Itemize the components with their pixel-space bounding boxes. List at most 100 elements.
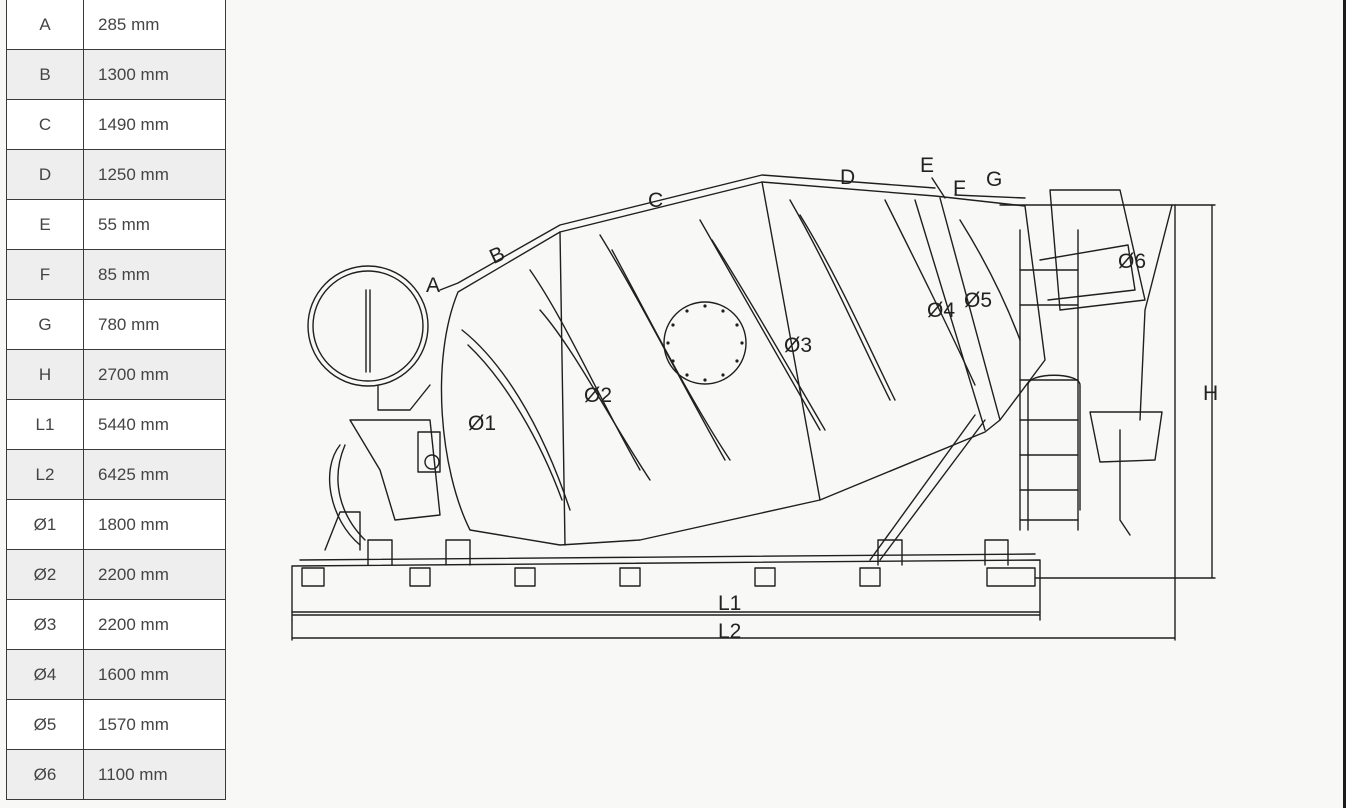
chassis-mounts xyxy=(301,567,1036,587)
drawing-label-e: E xyxy=(920,154,934,177)
ladder-rungs xyxy=(1019,269,1079,521)
dim-line-h xyxy=(1034,204,1216,579)
drum-section-line xyxy=(939,197,1001,421)
spiral-blade xyxy=(599,234,726,461)
drawing-label-g: G xyxy=(986,168,1002,191)
chute xyxy=(1089,411,1163,463)
dim-key: L2 xyxy=(6,449,84,500)
rear-support-strut xyxy=(879,419,986,561)
dim-value: 1250 mm xyxy=(83,149,226,200)
right-border xyxy=(1343,0,1346,808)
spiral-blade xyxy=(699,219,821,431)
spiral-blade xyxy=(539,309,651,481)
drawing-label-f: F xyxy=(953,177,966,200)
gearbox-flange xyxy=(424,454,440,470)
spiral-blade xyxy=(467,344,563,501)
drawing-label-a: A xyxy=(426,274,440,297)
dim-value: 1300 mm xyxy=(83,49,226,100)
dim-line-top xyxy=(439,174,936,291)
manhole-cover xyxy=(663,301,747,385)
gearbox-housing xyxy=(417,431,441,473)
dim-key: Ø6 xyxy=(6,749,84,800)
drawing-label-d5: Ø5 xyxy=(964,289,992,312)
rear-support-strut xyxy=(869,414,976,561)
dim-key: Ø2 xyxy=(6,549,84,600)
front-support xyxy=(324,511,361,551)
spiral-blade xyxy=(611,249,731,461)
dim-key: Ø5 xyxy=(6,699,84,750)
drawing-label-l2: L2 xyxy=(718,620,741,643)
spiral-blade xyxy=(799,214,896,401)
spiral-blade xyxy=(461,329,571,511)
dim-value: 1600 mm xyxy=(83,649,226,700)
dim-line-g xyxy=(954,194,1026,199)
dim-value: 55 mm xyxy=(83,199,226,250)
dim-line-e xyxy=(931,177,946,199)
gearbox xyxy=(349,419,441,521)
drawing-label-d: D xyxy=(840,166,855,189)
water-tank-inner xyxy=(312,270,424,382)
dim-key: C xyxy=(6,99,84,150)
dim-key: B xyxy=(6,49,84,100)
dim-value: 1570 mm xyxy=(83,699,226,750)
drawing-label-d6: Ø6 xyxy=(1118,250,1146,273)
dim-value: 5440 mm xyxy=(83,399,226,450)
dim-value: 1490 mm xyxy=(83,99,226,150)
dim-value: 285 mm xyxy=(83,0,226,50)
tank-support xyxy=(377,384,431,411)
drawing-label-c: C xyxy=(648,189,663,212)
dim-key: D xyxy=(6,149,84,200)
water-tank-gauge xyxy=(365,289,371,373)
dim-value: 2200 mm xyxy=(83,599,226,650)
dim-key: L1 xyxy=(6,399,84,450)
dim-key: Ø1 xyxy=(6,499,84,550)
dim-value: 2200 mm xyxy=(83,549,226,600)
hydraulic-hoses xyxy=(328,444,366,546)
drum-section-line xyxy=(914,199,986,431)
dim-key: Ø3 xyxy=(6,599,84,650)
chute-pivot xyxy=(1119,429,1131,536)
chassis-top xyxy=(299,553,1036,561)
rear-frame xyxy=(999,204,1173,421)
dim-line-l1 xyxy=(291,611,1041,621)
spiral-blade xyxy=(959,219,1021,341)
drawing-label-h: H xyxy=(1203,382,1218,405)
dim-key: A xyxy=(6,0,84,50)
spiral-blade xyxy=(711,239,826,431)
hopper xyxy=(1049,189,1146,311)
dim-key: Ø4 xyxy=(6,649,84,700)
drum-section-line xyxy=(761,181,821,501)
dim-value: 1100 mm xyxy=(83,749,226,800)
spiral-blade xyxy=(529,269,641,471)
hopper-mouth xyxy=(1039,244,1136,301)
spiral-blade xyxy=(789,199,891,401)
dim-value: 85 mm xyxy=(83,249,226,300)
dim-value: 6425 mm xyxy=(83,449,226,500)
dim-key: H xyxy=(6,349,84,400)
dim-value: 2700 mm xyxy=(83,349,226,400)
dim-line-l2 xyxy=(291,204,1176,641)
drawing-label-l1: L1 xyxy=(718,592,741,615)
drawing-label-d2: Ø2 xyxy=(584,384,612,407)
dim-value: 1800 mm xyxy=(83,499,226,550)
drawing-label-d1: Ø1 xyxy=(468,412,496,435)
chassis-rail xyxy=(291,559,1041,613)
u-bolt-clamps xyxy=(367,539,1009,566)
